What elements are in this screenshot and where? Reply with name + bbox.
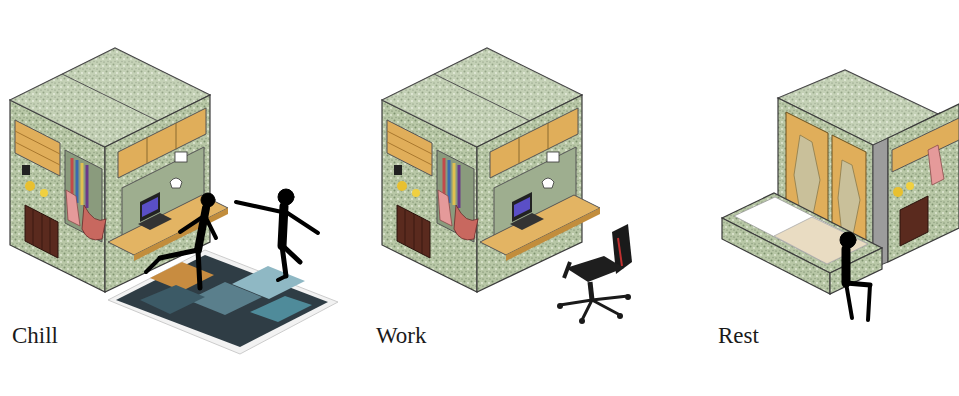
blanket bbox=[774, 217, 868, 264]
office-chair bbox=[557, 224, 632, 324]
person-silhouette bbox=[146, 193, 216, 288]
furniture-unit bbox=[382, 48, 600, 292]
rest-scene bbox=[722, 70, 959, 320]
ornament bbox=[906, 182, 914, 190]
furniture-unit bbox=[10, 48, 228, 292]
cabinet bbox=[892, 118, 959, 172]
chill-scene bbox=[10, 48, 338, 354]
mode-label: Rest bbox=[718, 324, 759, 347]
heater bbox=[900, 196, 928, 246]
work-scene bbox=[382, 48, 632, 324]
rug bbox=[116, 255, 328, 347]
person-silhouette bbox=[236, 189, 318, 280]
cloth bbox=[928, 145, 944, 185]
mode-label: Chill bbox=[12, 324, 58, 347]
rug-tile bbox=[250, 296, 312, 322]
unit-side bbox=[888, 104, 959, 262]
mode-label: Work bbox=[376, 324, 427, 347]
ornament bbox=[893, 187, 903, 197]
rug-tile bbox=[232, 266, 305, 299]
person-silhouette bbox=[840, 232, 870, 320]
rug-tile bbox=[140, 285, 205, 314]
